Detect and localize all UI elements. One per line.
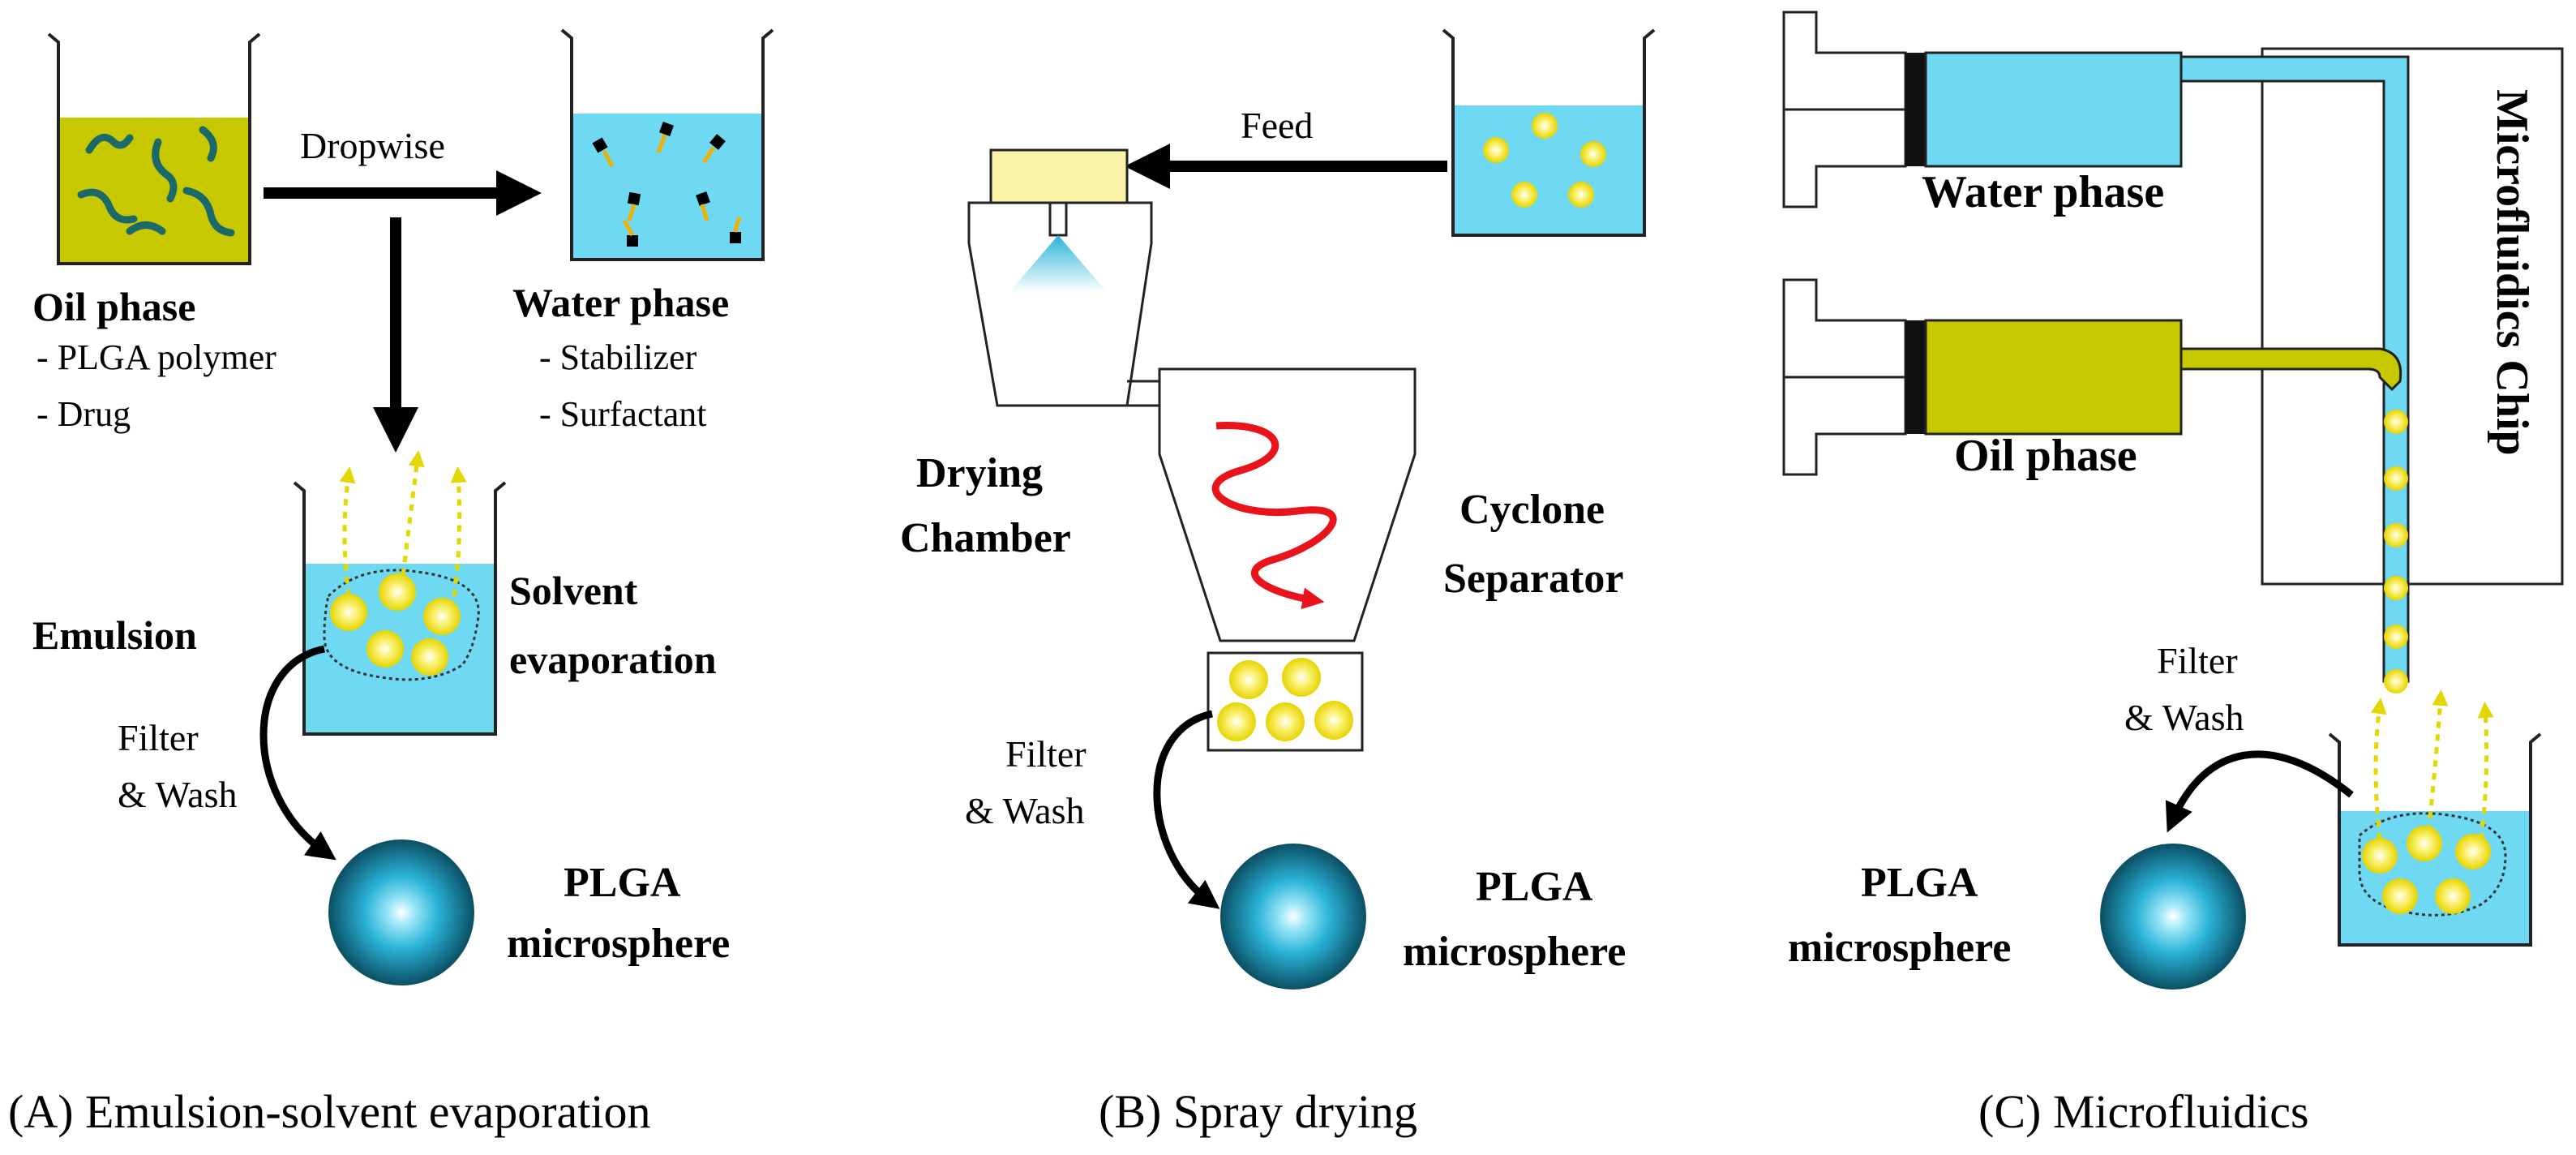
- microsphere-icon: [1220, 844, 1366, 990]
- product-label-c-2: microsphere: [1788, 925, 2011, 971]
- drying-chamber-icon: [967, 148, 1159, 407]
- panel-c: Microfluidics Chip Water phase Oil phase: [1782, 11, 2564, 1138]
- caption-a: (A) Emulsion-solvent evaporation: [8, 1085, 651, 1138]
- filter-arrow-b: [1153, 710, 1220, 909]
- panel-b: Feed Drying Chamber Cyclone Separator Fi…: [900, 28, 1656, 1138]
- vapor-arrows: [339, 450, 467, 597]
- filter-arrow-c: [2165, 750, 2354, 833]
- oil-phase-label: Oil phase: [1954, 431, 2137, 481]
- water-item-1: - Stabilizer: [539, 337, 697, 377]
- dropwise-label: Dropwise: [300, 125, 445, 166]
- oil-syringe-icon: [1782, 278, 2402, 476]
- oil-phase-title: Oil phase: [32, 284, 195, 329]
- chip-label: Microfluidics Chip: [2487, 89, 2537, 456]
- microsphere-icon: [2100, 844, 2246, 990]
- filter-label-b-1: Filter: [1005, 733, 1087, 775]
- microsphere-icon: [328, 839, 474, 985]
- cyclone-label-2: Separator: [1443, 556, 1623, 602]
- filter-label-c-1: Filter: [2157, 640, 2238, 681]
- filter-arrow: [259, 645, 336, 861]
- product-label-b-2: microsphere: [1403, 929, 1626, 975]
- feed-label: Feed: [1241, 105, 1313, 146]
- oil-phase-beaker-icon: [47, 32, 261, 265]
- product-label-2: microsphere: [507, 921, 730, 967]
- oil-item-2: - Drug: [36, 394, 131, 434]
- filter-label-2: & Wash: [118, 774, 238, 815]
- caption-c: (C) Microfluidics: [1978, 1085, 2309, 1138]
- solvent-label-2: evaporation: [509, 637, 717, 682]
- product-label-c-1: PLGA: [1861, 860, 1978, 906]
- drying-label-1: Drying: [916, 450, 1043, 496]
- filter-label-1: Filter: [118, 717, 199, 758]
- cyclone-separator-icon: [1158, 367, 1417, 752]
- microfluidics-chip: [2261, 47, 2564, 586]
- product-label-1: PLGA: [564, 860, 681, 906]
- water-phase-title: Water phase: [512, 280, 729, 325]
- drying-label-2: Chamber: [900, 515, 1071, 561]
- emulsion-label: Emulsion: [32, 612, 197, 658]
- caption-b: (B) Spray drying: [1099, 1085, 1417, 1138]
- filter-label-b-2: & Wash: [965, 790, 1085, 831]
- panel-a: Oil phase - PLGA polymer - Drug Dropwise: [8, 28, 774, 1138]
- feed-beaker-icon: [1442, 28, 1656, 237]
- water-phase-label: Water phase: [1922, 167, 2164, 217]
- product-label-b-1: PLGA: [1476, 864, 1593, 910]
- emulsion-beaker-icon: [293, 450, 507, 736]
- channel-droplets: [2384, 410, 2408, 693]
- water-phase-beaker-icon: [560, 28, 774, 261]
- water-syringe-icon: [1782, 11, 2410, 683]
- cyclone-label-1: Cyclone: [1459, 487, 1605, 533]
- oil-item-1: - PLGA polymer: [36, 337, 276, 377]
- water-item-2: - Surfactant: [539, 394, 706, 434]
- filter-label-c-2: & Wash: [2124, 697, 2244, 738]
- collection-beaker-icon: [2328, 689, 2542, 947]
- solvent-label-1: Solvent: [509, 568, 638, 613]
